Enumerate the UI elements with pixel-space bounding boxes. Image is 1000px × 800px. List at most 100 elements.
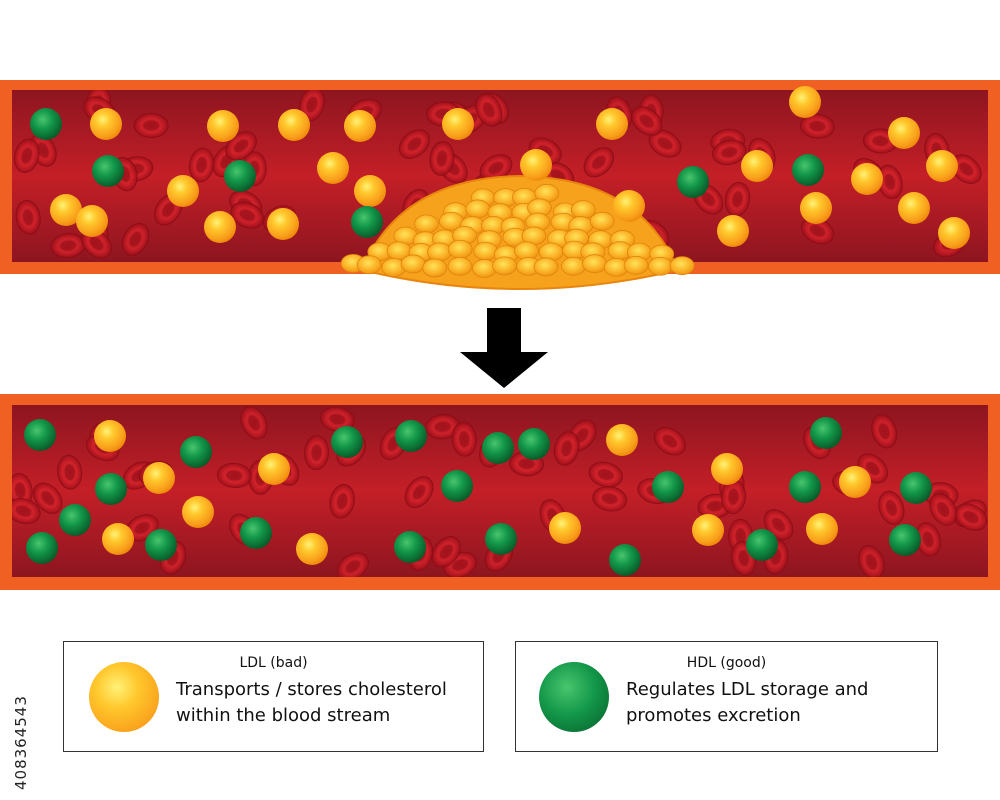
red-blood-cell-icon xyxy=(712,139,747,166)
ldl-particle-icon xyxy=(938,217,970,249)
hdl-particle-icon xyxy=(351,206,383,238)
ldl-particle-icon xyxy=(90,108,122,140)
ldl-particle-icon xyxy=(267,208,299,240)
red-blood-cell-icon xyxy=(720,479,746,515)
hdl-particle-icon xyxy=(30,108,62,140)
legend-hdl-line2: promotes excretion xyxy=(626,705,801,726)
hdl-particle-icon xyxy=(224,160,256,192)
ldl-particle-icon xyxy=(89,662,159,732)
hdl-particle-icon xyxy=(59,504,91,536)
ldl-particle-icon xyxy=(806,513,838,545)
ldl-particle-icon xyxy=(711,453,743,485)
hdl-particle-icon xyxy=(889,524,921,556)
hdl-particle-icon xyxy=(26,532,58,564)
ldl-particle-icon xyxy=(258,453,290,485)
ldl-particle-icon xyxy=(94,420,126,452)
red-blood-cell-icon xyxy=(336,552,370,577)
legend-ldl-description: Transports / stores cholesterol within t… xyxy=(176,677,447,729)
legend-ldl-line2: within the blood stream xyxy=(176,705,391,726)
ldl-particle-icon xyxy=(76,205,108,237)
ldl-particle-icon xyxy=(296,533,328,565)
ldl-particle-icon xyxy=(207,110,239,142)
red-blood-cell-icon xyxy=(858,545,885,577)
ldl-particle-icon xyxy=(317,152,349,184)
ldl-particle-icon xyxy=(50,194,82,226)
legend-hdl-line1: Regulates LDL storage and xyxy=(626,679,869,700)
hdl-particle-icon xyxy=(609,544,641,576)
ldl-particle-icon xyxy=(596,108,628,140)
ldl-particle-icon xyxy=(898,192,930,224)
ldl-particle-icon xyxy=(344,110,376,142)
hdl-particle-icon xyxy=(792,154,824,186)
ldl-particle-icon xyxy=(143,462,175,494)
vessel-narrowed xyxy=(0,80,1000,290)
red-blood-cell-icon xyxy=(583,147,615,178)
hdl-particle-icon xyxy=(331,426,363,458)
red-blood-cell-icon xyxy=(871,414,898,449)
red-blood-cell-icon xyxy=(475,93,503,127)
red-blood-cell-icon xyxy=(398,129,431,159)
red-blood-cell-icon xyxy=(50,232,86,259)
stock-id-watermark: 408364543 xyxy=(12,695,30,790)
red-blood-cell-icon xyxy=(915,522,942,557)
red-blood-cell-icon xyxy=(553,431,580,466)
hdl-particle-icon xyxy=(395,420,427,452)
red-blood-cell-icon xyxy=(451,421,477,457)
hdl-particle-icon xyxy=(441,470,473,502)
hdl-particle-icon xyxy=(240,517,272,549)
legend-hdl: HDL (good) Regulates LDL storage and pro… xyxy=(515,641,938,752)
red-blood-cell-icon xyxy=(298,90,325,122)
ldl-particle-icon xyxy=(839,466,871,498)
red-blood-cell-icon xyxy=(57,454,83,490)
ldl-particle-icon xyxy=(549,512,581,544)
hdl-particle-icon xyxy=(746,529,778,561)
hdl-particle-icon xyxy=(180,436,212,468)
red-blood-cell-icon xyxy=(304,435,330,471)
ldl-particle-icon xyxy=(692,514,724,546)
red-blood-cell-icon xyxy=(954,503,988,531)
legend-ldl-title: LDL (bad) xyxy=(239,655,308,671)
red-blood-cell-icon xyxy=(329,483,355,519)
particles-top-front xyxy=(520,149,645,222)
ldl-particle-icon xyxy=(354,175,386,207)
hdl-particle-icon xyxy=(485,523,517,555)
legend-ldl: LDL (bad) Transports / stores cholestero… xyxy=(63,641,484,752)
red-blood-cell-icon xyxy=(230,201,265,229)
particles-top xyxy=(30,86,970,249)
plaque-icon xyxy=(340,174,695,290)
hdl-particle-icon xyxy=(900,472,932,504)
red-blood-cell-icon xyxy=(404,476,434,509)
red-blood-cell-icon xyxy=(588,461,623,488)
hdl-particle-icon xyxy=(539,662,609,732)
ldl-particle-icon xyxy=(717,215,749,247)
ldl-particle-icon xyxy=(800,192,832,224)
ldl-particle-icon xyxy=(520,149,552,181)
hdl-particle-icon xyxy=(810,417,842,449)
red-blood-cell-icon xyxy=(319,406,355,432)
red-blood-cell-icon xyxy=(878,490,905,525)
red-blood-cell-icon xyxy=(15,199,41,235)
red-blood-cells xyxy=(12,406,988,577)
down-arrow-icon xyxy=(460,308,548,388)
red-blood-cell-icon xyxy=(240,406,268,440)
hdl-particle-icon xyxy=(145,529,177,561)
ldl-particle-icon xyxy=(167,175,199,207)
red-blood-cell-icon xyxy=(33,482,63,514)
red-blood-cell-icon xyxy=(631,106,663,136)
ldl-particle-icon xyxy=(204,211,236,243)
red-blood-cell-icon xyxy=(431,536,461,568)
ldl-particle-icon xyxy=(888,117,920,149)
red-blood-cell-icon xyxy=(876,164,903,200)
ldl-particle-icon xyxy=(442,108,474,140)
hdl-particle-icon xyxy=(95,473,127,505)
red-blood-cell-icon xyxy=(133,113,169,139)
hdl-particle-icon xyxy=(92,155,124,187)
ldl-particle-icon xyxy=(102,523,134,555)
hdl-particle-icon xyxy=(482,432,514,464)
hdl-particle-icon xyxy=(677,166,709,198)
ldl-particle-icon xyxy=(606,424,638,456)
red-blood-cell-icon xyxy=(13,138,40,173)
red-blood-cell-icon xyxy=(425,414,461,440)
red-blood-cell-icon xyxy=(121,222,150,256)
